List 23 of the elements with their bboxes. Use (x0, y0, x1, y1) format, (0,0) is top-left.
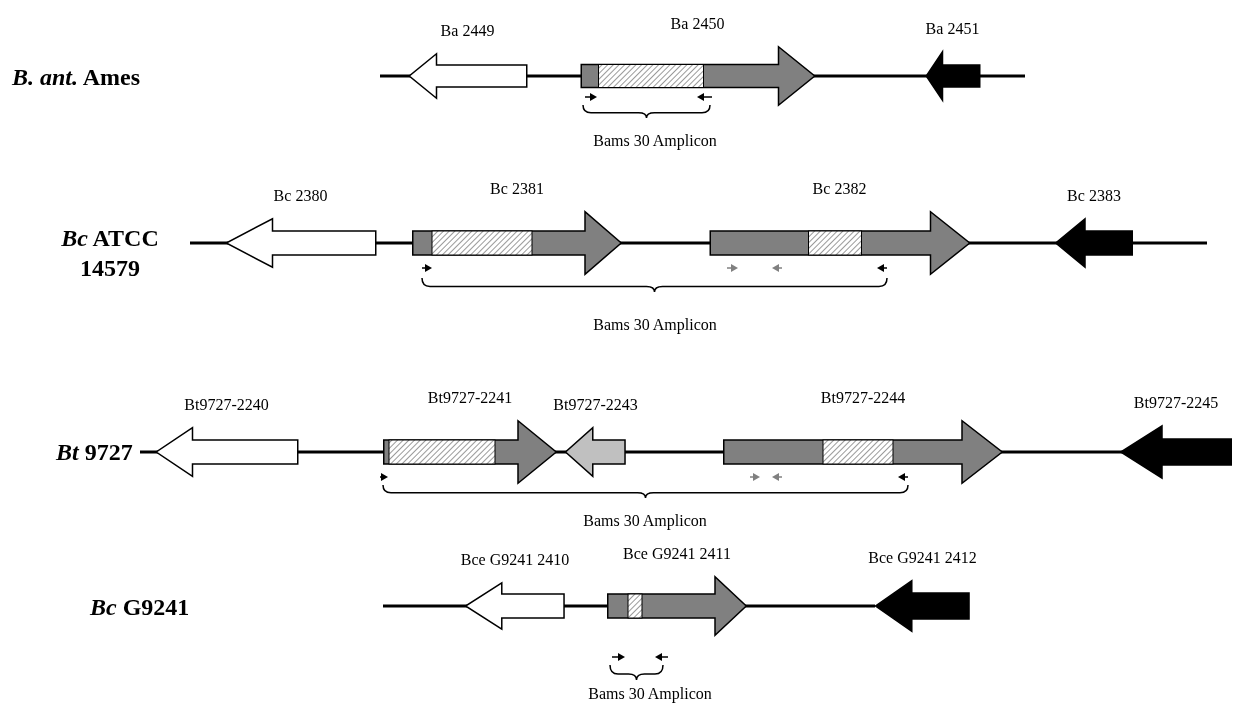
gene-label: Ba 2449 (440, 21, 495, 41)
gene-label: Bt9727-2241 (427, 388, 513, 408)
gene-label: Bc 2382 (812, 179, 867, 199)
gene-label: Bt9727-2243 (553, 395, 638, 415)
amplicon-label: Bams 30 Amplicon (593, 315, 717, 335)
strain-label: B. ant. Ames (12, 63, 141, 92)
strain-label: Bt 9727 (56, 438, 133, 467)
gene-label: Bc 2380 (273, 186, 328, 206)
gene-label: Ba 2450 (670, 14, 725, 34)
gene-label: Bce G9241 2410 (460, 550, 570, 570)
amplicon-label: Bams 30 Amplicon (593, 131, 717, 151)
gene-label: Bc 2383 (1067, 186, 1121, 206)
gene-label: Ba 2451 (925, 19, 980, 39)
gene-label: Bce G9241 2412 (868, 548, 977, 568)
gene-label: Bt9727-2244 (820, 388, 906, 408)
gene-label: Bc 2381 (490, 179, 544, 199)
gene-label: Bt9727-2245 (1133, 393, 1219, 413)
amplicon-label: Bams 30 Amplicon (588, 684, 712, 704)
strain-label: Bc ATCC 14579 (60, 224, 160, 283)
amplicon-label: Bams 30 Amplicon (583, 511, 707, 531)
strain-label: Bc G9241 (90, 593, 190, 622)
gene-label: Bce G9241 2411 (623, 544, 731, 564)
gene-label: Bt9727-2240 (184, 395, 269, 415)
